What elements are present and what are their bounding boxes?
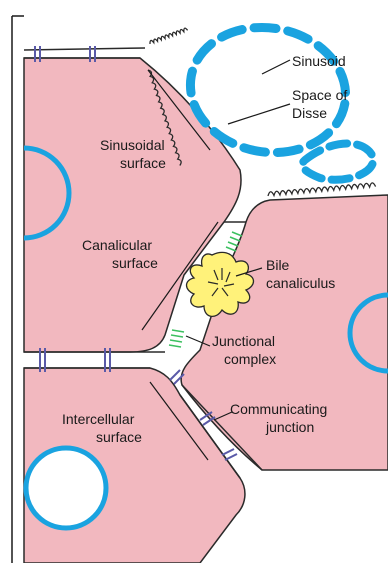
label-bile-canaliculus-1: Bile <box>266 257 290 273</box>
label-communicating-junction-1: Communicating <box>230 401 327 417</box>
microvilli-right-top <box>268 183 376 196</box>
label-space-of-disse-2: Disse <box>292 105 327 121</box>
microvilli-top <box>149 28 188 44</box>
label-intercellular-surface-2: surface <box>96 429 142 445</box>
intercellular-space-top <box>24 48 145 58</box>
label-junctional-complex-2: complex <box>224 351 276 367</box>
label-communicating-junction-2: junction <box>265 419 314 435</box>
tight-junction-lower <box>169 330 184 347</box>
leader-sinusoid <box>262 60 290 74</box>
label-bile-canaliculus-2: canaliculus <box>266 275 335 291</box>
leader-space-of-disse <box>228 104 290 124</box>
label-canalicular-surface-2: surface <box>112 255 158 271</box>
label-canalicular-surface-1: Canalicular <box>82 237 152 253</box>
label-intercellular-surface-1: Intercellular <box>62 411 135 427</box>
label-junctional-complex-1: Junctional <box>212 333 275 349</box>
label-sinusoidal-surface-2: surface <box>120 155 166 171</box>
label-space-of-disse-1: Space of <box>292 87 347 103</box>
label-sinusoidal-surface-1: Sinusoidal <box>100 137 165 153</box>
nucleus-bottom-left <box>26 448 106 528</box>
figure-frame <box>12 16 24 563</box>
label-sinusoid: Sinusoid <box>292 53 346 69</box>
